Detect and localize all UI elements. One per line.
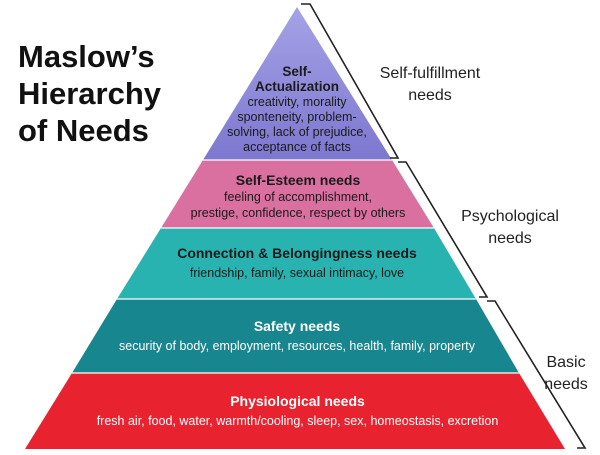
group-label-line: needs — [408, 87, 452, 104]
level-self-actualization: Self- Actualization creativity, morality… — [207, 64, 387, 155]
level-desc-line: feeling of accomplishment, — [224, 190, 372, 204]
level-desc: friendship, family, sexual intimacy, lov… — [189, 266, 405, 280]
level-title: Physiological needs — [230, 393, 365, 409]
level-band-safety — [72, 299, 519, 373]
title-line: Hierarchy — [18, 76, 162, 111]
level-band-connection — [117, 228, 476, 299]
title-line: Maslow’s — [18, 39, 155, 74]
diagram-title: Maslow’s Hierarchy of Needs — [18, 38, 208, 149]
group-label-basic: Basic needs — [536, 352, 596, 396]
level-band-self-actualization-fill — [203, 7, 392, 160]
bracket-psychological — [398, 161, 489, 298]
level-desc: security of body, employment, resources,… — [119, 339, 475, 353]
level-physiological: Physiological needs fresh air, food, wat… — [30, 392, 565, 429]
group-label-psychological: Psychological needs — [440, 206, 580, 250]
bracket-self-fulfillment — [301, 3, 400, 159]
level-title: Connection & Belongingness needs — [177, 245, 417, 261]
group-label-line: Basic — [546, 354, 586, 371]
group-label-line: Self-fulfillment — [379, 65, 481, 82]
group-label-line: needs — [488, 230, 532, 247]
level-desc-line: prestige, confidence, respect by others — [190, 206, 406, 220]
level-desc-line: sponteneity, problem- — [237, 110, 357, 124]
group-label-line: needs — [544, 376, 588, 393]
level-band-self-esteem — [161, 160, 434, 228]
level-desc-line: creativity, morality — [247, 95, 347, 109]
level-title: Self-Esteem needs — [235, 172, 361, 188]
level-desc-line: solving, lack of prejudice, — [227, 125, 367, 139]
level-title-line: Actualization — [254, 79, 339, 94]
group-label-self-fulfillment: Self-fulfillment needs — [355, 63, 505, 107]
level-safety: Safety needs security of body, employmen… — [72, 317, 522, 354]
level-connection-belongingness: Connection & Belongingness needs friends… — [117, 244, 477, 281]
level-band-physiological — [25, 373, 565, 449]
level-self-esteem: Self-Esteem needs feeling of accomplishm… — [160, 172, 436, 221]
level-desc: fresh air, food, water, warmth/cooling, … — [96, 414, 499, 428]
level-title: Safety needs — [253, 318, 341, 334]
bracket-basic — [487, 300, 587, 449]
title-line: of Needs — [18, 113, 149, 148]
level-desc-line: acceptance of facts — [243, 140, 351, 154]
group-label-line: Psychological — [461, 208, 559, 225]
level-title-line: Self- — [282, 64, 312, 79]
